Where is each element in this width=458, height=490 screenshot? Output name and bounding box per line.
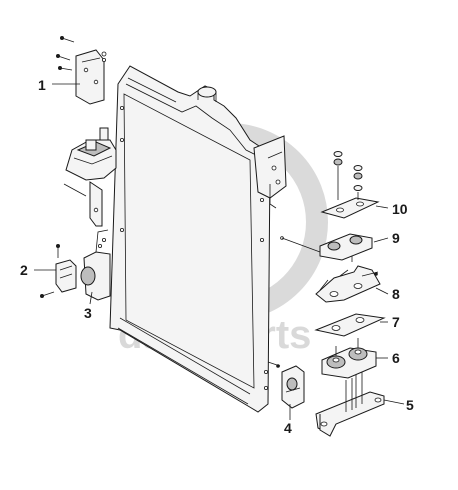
- radiator: [109, 65, 284, 413]
- part-4-bracket: [267, 361, 305, 409]
- callout-2: 2: [20, 262, 28, 278]
- left-mount-block: [63, 127, 117, 227]
- callout-10: 10: [392, 201, 408, 217]
- callout-7: 7: [392, 314, 400, 330]
- part-7-plate: [314, 313, 386, 337]
- part-3-bushing: [80, 229, 111, 301]
- callout-6: 6: [392, 350, 400, 366]
- callout-9: 9: [392, 230, 400, 246]
- part-6-rubber-pads: [321, 338, 377, 379]
- part-9-rubber-block: [319, 233, 373, 261]
- callout-5: 5: [406, 397, 414, 413]
- callout-3: 3: [84, 305, 92, 321]
- part-1-bracket: [56, 36, 107, 105]
- part-10-top-plate: [320, 151, 380, 219]
- part-2-bracket: [40, 244, 77, 298]
- callout-1: 1: [38, 77, 46, 93]
- callout-leaders: [34, 83, 405, 420]
- callout-8: 8: [392, 286, 400, 302]
- upper-right-bracket: [253, 135, 287, 209]
- part-5-base-bracket: [315, 368, 385, 437]
- callout-4: 4: [284, 420, 292, 436]
